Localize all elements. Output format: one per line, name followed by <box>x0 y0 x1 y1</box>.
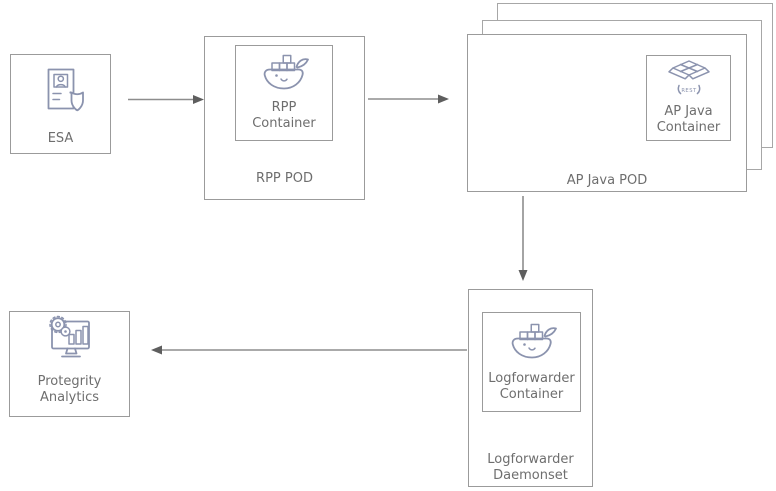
id-badge-shield-icon <box>41 66 85 114</box>
arrow-esa-to-rpp-pod <box>128 95 204 104</box>
rpp-container-box: RPP Container <box>235 45 333 141</box>
docker-whale-icon <box>505 320 559 364</box>
arrow-rpp-pod-to-ap-java-pod <box>368 94 449 104</box>
arrow-ap-java-pod-to-logforwarder <box>518 196 528 281</box>
arrow-logforwarder-to-protegrity <box>151 345 467 355</box>
rpp-container-label: RPP Container <box>252 100 316 131</box>
ap-java-pod-label: AP Java POD <box>566 173 648 188</box>
docker-whale-icon <box>257 51 311 95</box>
analytics-monitor-gears-icon <box>45 315 95 361</box>
rpp-pod-label: RPP POD <box>256 171 313 186</box>
open-box-rest-icon: REST <box>666 59 712 97</box>
esa-box: ESA <box>10 54 111 154</box>
protegrity-analytics-label: Protegrity Analytics <box>37 374 102 405</box>
rest-badge-text: REST <box>681 88 697 94</box>
logforwarder-container-box: Logforwarder Container <box>482 312 581 412</box>
rpp-pod-box: RPP Container RPP POD <box>204 36 365 200</box>
ap-java-container-label: AP Java Container <box>656 104 721 135</box>
logforwarder-container-label: Logforwarder Container <box>488 371 575 402</box>
esa-label: ESA <box>47 131 74 146</box>
ap-java-pod-box: REST AP Java Container AP Java POD <box>467 34 747 192</box>
logforwarder-daemonset-label: Logforwarder Daemonset <box>487 452 574 483</box>
logforwarder-daemonset-box: Logforwarder Container Logforwarder Daem… <box>468 289 593 487</box>
ap-java-container-box: REST AP Java Container <box>646 55 731 141</box>
protegrity-analytics-box: Protegrity Analytics <box>9 311 130 417</box>
